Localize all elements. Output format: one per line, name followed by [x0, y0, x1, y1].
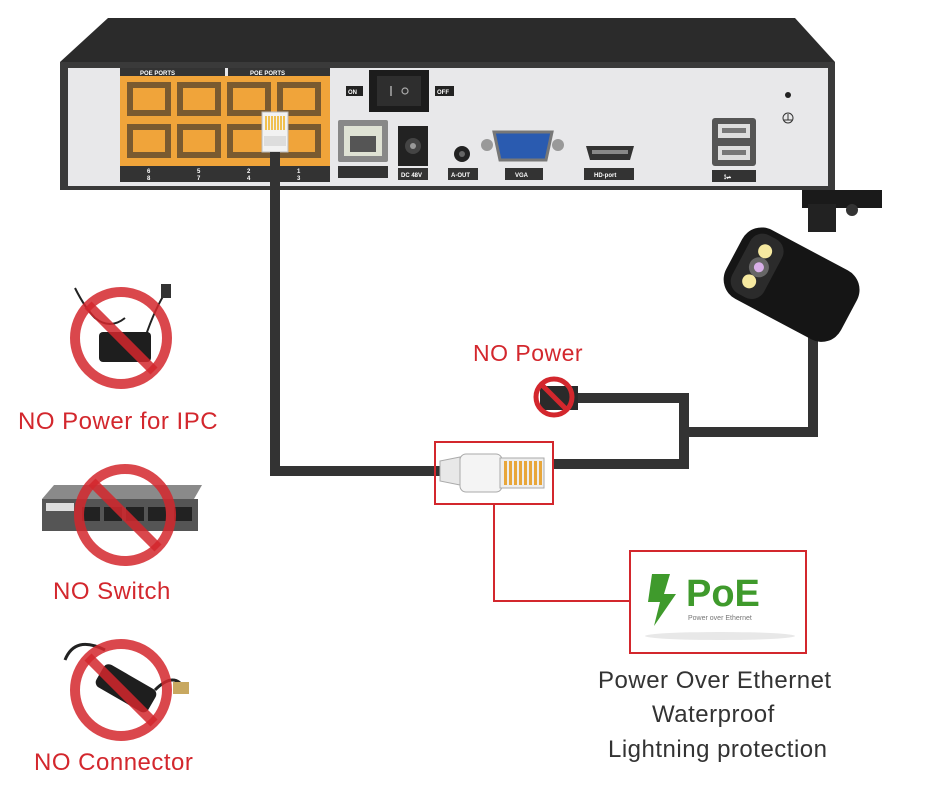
waterproof-rj45-connector	[439, 453, 545, 493]
rj45-plug-nvr	[261, 111, 289, 153]
status-led	[785, 92, 791, 98]
vga-port	[492, 130, 554, 162]
usb-icon: ⟟⇌	[724, 174, 731, 181]
port-number-top: 1	[297, 169, 301, 175]
aout-label: A-OUT	[451, 173, 470, 179]
port-number-top: 6	[147, 169, 151, 175]
poe-ports-label-left: POE PORTS	[140, 71, 175, 77]
ethernet-cable-nvr	[270, 152, 440, 476]
no-power-adapter-icon	[70, 284, 172, 389]
port-number-bottom: 3	[297, 176, 301, 182]
no-power-prohibition-icon	[533, 376, 575, 418]
switch-on-label: ON	[348, 90, 357, 96]
hd-label: HD-port	[594, 173, 616, 179]
poe-logo-text: PoE	[686, 573, 760, 615]
feature-lightning: Lightning protection	[608, 736, 828, 763]
bullet-camera	[723, 190, 882, 342]
feature-poe: Power Over Ethernet	[598, 667, 832, 694]
dc-label: DC 48V	[401, 173, 422, 179]
no-power-label: NO Power	[473, 340, 584, 366]
port-number-top: 5	[197, 169, 201, 175]
no-connector-label: NO Connector	[34, 749, 194, 776]
feature-waterproof: Waterproof	[652, 701, 775, 728]
vga-label: VGA	[515, 173, 529, 179]
poe-logo-subtext: Power over Ethernet	[688, 615, 752, 622]
no-switch-icon	[42, 464, 202, 566]
port-number-bottom: 4	[247, 176, 251, 182]
nvr-recorder: POE PORTS POE PORTS 6 5 2 1 8 7 4 3 ON OFF DC 4…	[60, 18, 835, 190]
lightning-bolt-icon	[648, 574, 676, 626]
port-number-bottom: 8	[147, 176, 151, 182]
port-number-top: 2	[247, 169, 251, 175]
poe-pointer-line	[493, 504, 630, 602]
no-switch-label: NO Switch	[53, 578, 171, 605]
port-number-bottom: 7	[197, 176, 201, 182]
no-power-for-ipc-label: NO Power for IPC	[18, 408, 219, 435]
port-numbers: 6 5 2 1 8 7 4 3	[147, 169, 301, 182]
ground-icon	[782, 112, 794, 124]
no-connector-icon	[63, 639, 189, 741]
switch-off-label: OFF	[437, 90, 449, 96]
poe-ports-label-right: POE PORTS	[250, 71, 285, 77]
power-lead-cable	[575, 393, 689, 432]
